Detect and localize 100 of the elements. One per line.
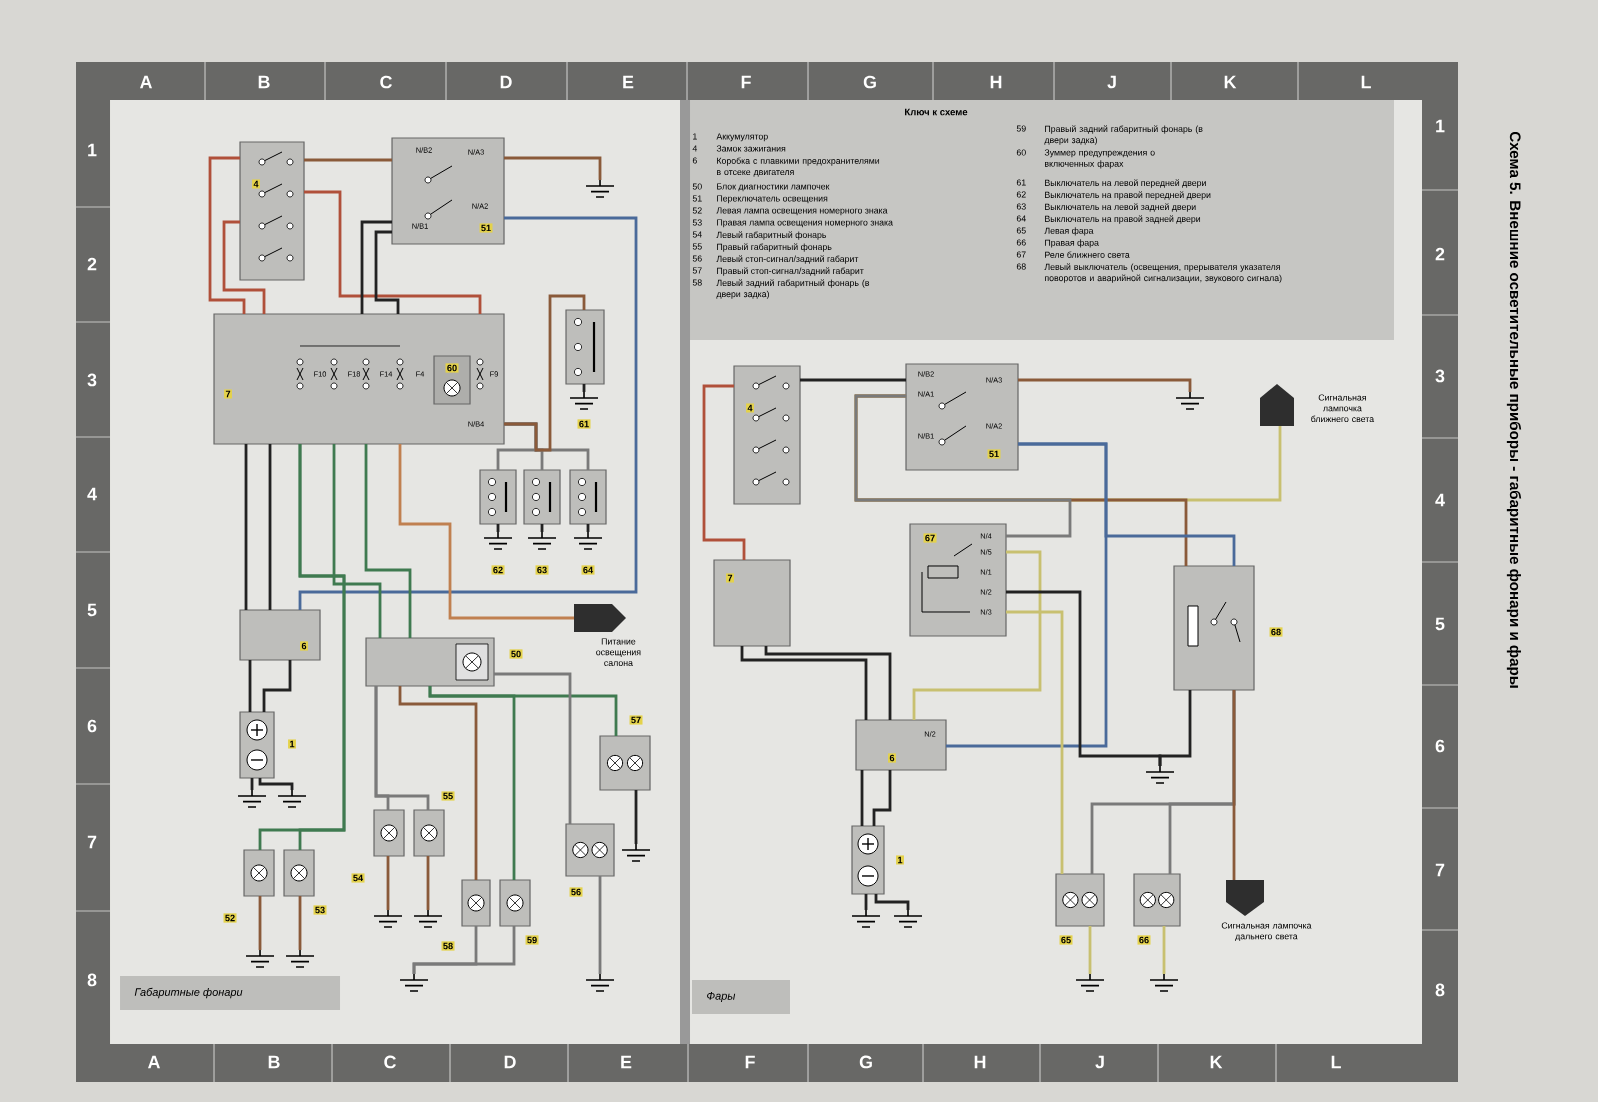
grid-number: 2 xyxy=(87,257,97,271)
wire xyxy=(386,856,390,910)
wire xyxy=(298,216,638,610)
wire xyxy=(360,220,392,314)
wire xyxy=(222,220,266,314)
wire xyxy=(304,190,482,314)
grid-letter: K xyxy=(1224,75,1237,89)
wire xyxy=(250,778,254,790)
ground-symbol xyxy=(413,909,443,928)
wire xyxy=(258,896,262,950)
wire xyxy=(208,156,246,314)
grid-number: 3 xyxy=(87,373,97,387)
wire xyxy=(262,660,292,712)
grid-number: 6 xyxy=(1435,739,1445,753)
wire xyxy=(258,444,346,850)
wire xyxy=(702,384,746,560)
grid-number: 7 xyxy=(1435,863,1445,877)
ground-symbol xyxy=(285,949,315,968)
wire xyxy=(1232,690,1236,880)
ground-symbol xyxy=(585,973,615,992)
wire xyxy=(428,686,618,736)
wire xyxy=(244,444,248,610)
wire xyxy=(364,444,412,638)
wire xyxy=(912,550,1042,720)
wire xyxy=(496,524,500,532)
grid-letter: B xyxy=(258,75,270,89)
wire xyxy=(540,524,544,532)
grid-letter: D xyxy=(504,1055,516,1069)
wire xyxy=(268,444,272,610)
wire xyxy=(1006,610,1064,874)
ground-symbol xyxy=(277,789,307,808)
ground-symbol xyxy=(1149,973,1179,992)
grid-number: 1 xyxy=(88,143,97,157)
grid-letter: H xyxy=(990,75,1002,89)
ground-symbol xyxy=(527,531,557,550)
wire xyxy=(740,646,868,720)
wire xyxy=(874,894,910,910)
wire xyxy=(504,156,602,180)
grid-letter: E xyxy=(623,75,634,89)
ground-symbol xyxy=(621,843,651,862)
wire xyxy=(764,646,892,720)
grid-letter: D xyxy=(500,75,512,89)
wire xyxy=(426,856,430,910)
ground-symbol xyxy=(893,909,923,928)
wire xyxy=(332,444,382,638)
grid-number: 8 xyxy=(87,973,97,987)
wire xyxy=(598,876,602,974)
wire xyxy=(854,394,1072,538)
wire xyxy=(1088,926,1092,974)
grid-number: 5 xyxy=(87,603,97,617)
wire xyxy=(398,444,574,620)
ground-symbol xyxy=(483,531,513,550)
wire xyxy=(1018,442,1236,566)
grid-letter: K xyxy=(1210,1055,1223,1069)
wire xyxy=(1018,378,1192,392)
grid-letter: A xyxy=(148,1055,160,1069)
grid-number: 1 xyxy=(1436,119,1445,133)
grid-letter: E xyxy=(621,1055,632,1069)
wire xyxy=(258,778,294,790)
wire xyxy=(494,672,572,824)
grid-letter: B xyxy=(268,1055,280,1069)
grid-number: 2 xyxy=(1435,247,1445,261)
grid-letter: J xyxy=(1107,75,1116,89)
grid-letter: C xyxy=(384,1055,396,1069)
grid-number: 8 xyxy=(1435,983,1445,997)
grid-number: 3 xyxy=(1435,369,1445,383)
ground-symbol xyxy=(237,789,267,808)
ground-symbol xyxy=(569,391,599,410)
grid-number: 5 xyxy=(1435,617,1445,631)
grid-number: 4 xyxy=(87,487,97,501)
grid-number: 4 xyxy=(1435,493,1445,507)
wire xyxy=(412,926,516,974)
wire xyxy=(864,894,868,910)
wire xyxy=(374,230,400,314)
ground-symbol xyxy=(245,949,275,968)
ground-symbol xyxy=(399,973,429,992)
grid-letter: A xyxy=(140,75,152,89)
wire xyxy=(504,294,586,452)
ground-symbol xyxy=(573,531,603,550)
ground-symbol xyxy=(1145,765,1175,784)
wire xyxy=(398,686,478,880)
wire xyxy=(374,686,430,810)
wire xyxy=(800,378,906,382)
grid-letter: G xyxy=(863,75,876,89)
grid-letter: G xyxy=(859,1055,872,1069)
ground-symbol xyxy=(851,909,881,928)
grid-letter: C xyxy=(380,75,392,89)
grid-letter: F xyxy=(741,75,751,89)
wire xyxy=(586,524,590,532)
grid-number: 6 xyxy=(87,719,97,733)
ground-symbol xyxy=(585,179,615,198)
wire xyxy=(872,770,892,826)
grid-letter: L xyxy=(1361,75,1371,89)
grid-number: 7 xyxy=(87,835,97,849)
grid-letter: F xyxy=(745,1055,755,1069)
wire xyxy=(1158,690,1192,766)
wire xyxy=(298,896,302,950)
ground-symbol xyxy=(1075,973,1105,992)
wire xyxy=(634,790,638,844)
grid-letter: L xyxy=(1331,1055,1341,1069)
